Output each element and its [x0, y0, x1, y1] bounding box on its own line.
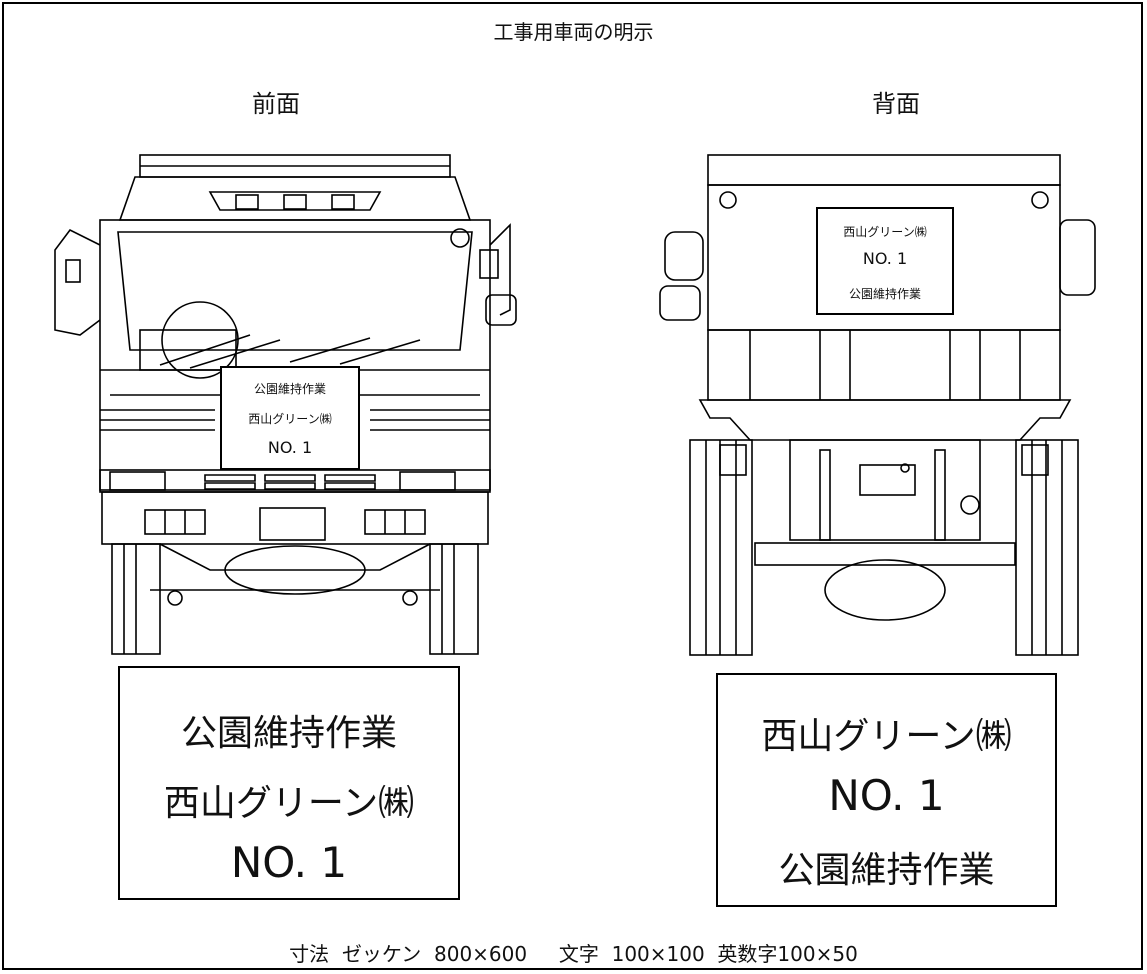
plate-line: NO. 1 — [862, 249, 908, 268]
back-truck-plate: 西山グリーン㈱ NO. 1 公園維持作業 — [816, 207, 954, 315]
plate-line: 西山グリーン㈱ — [761, 716, 1012, 757]
dimensions-note: 寸法 ゼッケン 800×600 文字 100×100 英数字100×50 — [289, 942, 858, 966]
page-title: 工事用車両の明示 — [493, 20, 654, 44]
plate-line: 公園維持作業 — [778, 850, 995, 891]
plate-line: NO. 1 — [828, 771, 945, 820]
plate-line: 西山グリーン㈱ — [163, 783, 415, 824]
plate-line: 公園維持作業 — [253, 382, 326, 396]
plate-line: 西山グリーン㈱ — [248, 412, 332, 426]
back-truck-drawing — [659, 154, 1096, 656]
plate-line: NO. 1 — [267, 438, 313, 457]
front-plate-detail: 公園維持作業 西山グリーン㈱ NO. 1 — [118, 666, 460, 900]
front-truck-plate: 公園維持作業 西山グリーン㈱ NO. 1 — [220, 366, 360, 470]
plate-line: 公園維持作業 — [848, 287, 921, 301]
back-plate-detail: 西山グリーン㈱ NO. 1 公園維持作業 — [716, 673, 1057, 907]
back-view-label: 背面 — [872, 90, 920, 118]
plate-line: 公園維持作業 — [180, 713, 397, 754]
front-truck-drawing — [54, 154, 517, 655]
plate-line: NO. 1 — [230, 838, 348, 887]
front-view-label: 前面 — [252, 90, 300, 118]
plate-line: 西山グリーン㈱ — [843, 225, 927, 239]
